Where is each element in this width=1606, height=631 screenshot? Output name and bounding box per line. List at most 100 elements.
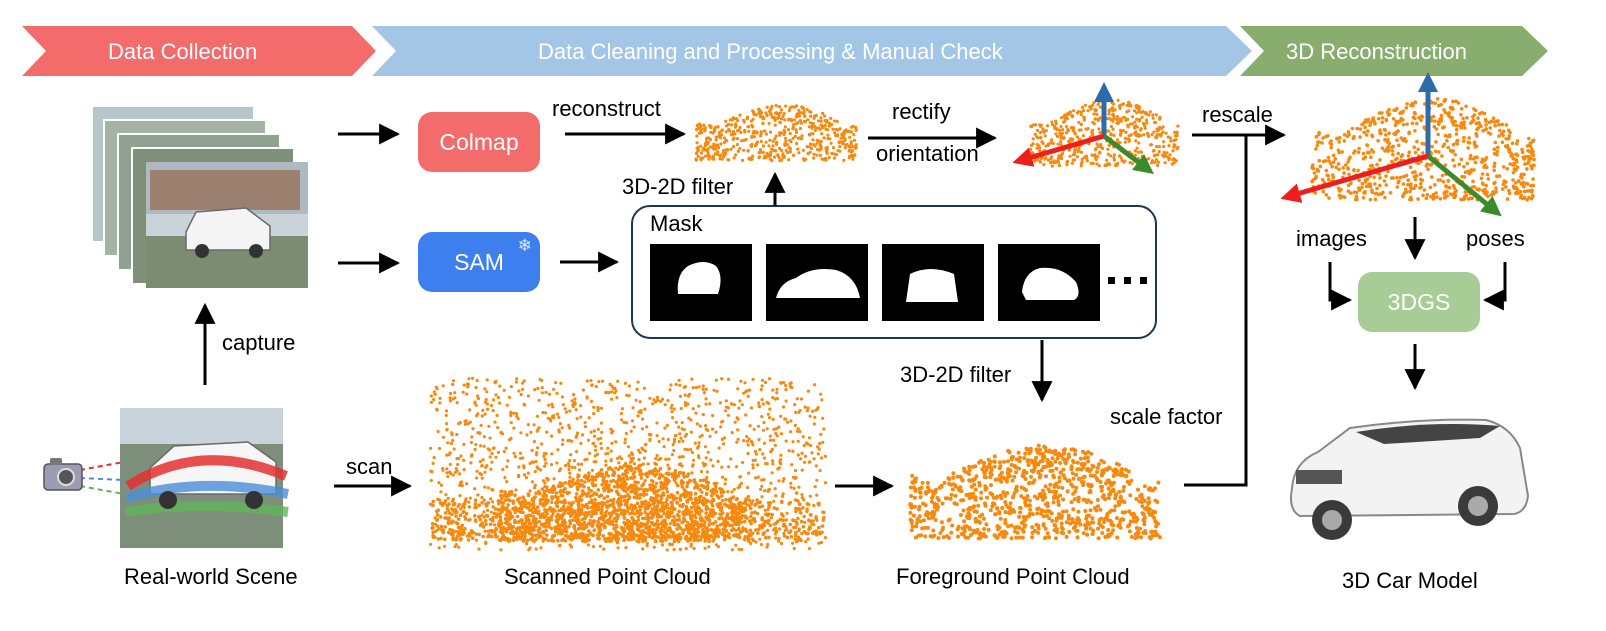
point [849, 150, 854, 154]
point [832, 152, 837, 156]
point [1164, 131, 1168, 135]
point [497, 500, 501, 504]
point [446, 441, 450, 445]
point [1145, 131, 1149, 135]
point [1382, 179, 1387, 183]
point [620, 418, 624, 422]
point [1079, 164, 1083, 168]
point [543, 524, 548, 529]
point [590, 524, 595, 528]
point [599, 511, 603, 516]
point [607, 489, 611, 494]
point [675, 490, 680, 495]
point [725, 148, 730, 152]
point [733, 507, 737, 512]
point [730, 123, 734, 127]
point [656, 469, 661, 473]
point [794, 115, 799, 119]
point [560, 442, 565, 446]
point [1437, 103, 1441, 108]
point [673, 507, 677, 511]
point [738, 113, 742, 117]
point [746, 148, 750, 153]
point [1331, 153, 1336, 158]
point [556, 484, 561, 489]
point [591, 520, 596, 525]
point [648, 483, 652, 487]
point [843, 146, 848, 150]
point [755, 511, 760, 516]
point [557, 428, 561, 432]
point [626, 445, 631, 449]
point [454, 514, 458, 518]
point [532, 539, 536, 544]
point [680, 485, 685, 489]
point [716, 125, 720, 129]
point [1440, 154, 1444, 158]
point [1156, 160, 1160, 164]
point [1470, 196, 1474, 200]
point [1480, 172, 1485, 176]
point [645, 542, 649, 546]
point [795, 522, 799, 526]
point [674, 433, 678, 437]
point [610, 397, 614, 401]
point [497, 538, 502, 542]
point [832, 119, 837, 123]
point [785, 143, 789, 147]
point [635, 387, 639, 391]
point [641, 417, 645, 421]
point [1505, 167, 1510, 171]
point [600, 504, 605, 508]
point [712, 129, 716, 133]
point [1031, 137, 1035, 141]
point [822, 427, 826, 431]
point [489, 403, 494, 408]
point [758, 150, 763, 154]
point [1075, 155, 1079, 159]
point [625, 421, 629, 425]
point [703, 546, 707, 550]
point [532, 503, 536, 507]
point [1059, 153, 1063, 157]
point [761, 452, 765, 456]
point [701, 461, 705, 465]
point [760, 484, 764, 488]
point [659, 496, 664, 501]
point [568, 439, 572, 443]
point [803, 454, 808, 458]
point [814, 516, 818, 521]
point [481, 458, 485, 462]
point [543, 481, 547, 485]
point [494, 455, 498, 459]
point [480, 513, 484, 517]
point [704, 511, 708, 515]
point [777, 527, 782, 531]
point [783, 143, 787, 147]
point [1435, 97, 1440, 101]
point [801, 106, 805, 110]
point [533, 495, 537, 499]
point [684, 547, 688, 551]
point [752, 427, 756, 431]
point [1413, 183, 1418, 188]
point [702, 123, 706, 127]
point [555, 461, 559, 465]
point [535, 414, 540, 418]
point [1340, 150, 1344, 154]
point [1401, 122, 1406, 127]
point [799, 519, 804, 524]
point [1514, 181, 1518, 185]
point [524, 476, 529, 480]
point [1373, 122, 1377, 126]
point [531, 514, 536, 519]
point [611, 386, 616, 390]
point [527, 521, 532, 526]
point [559, 493, 564, 498]
point [552, 533, 557, 538]
point [482, 444, 486, 448]
point [1118, 117, 1122, 121]
point [1485, 165, 1489, 170]
point [1471, 157, 1476, 161]
point [1127, 100, 1131, 104]
